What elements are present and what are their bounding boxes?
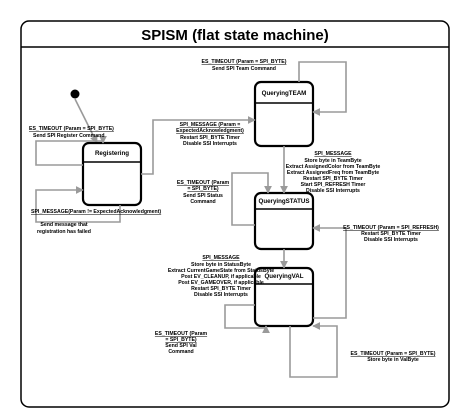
status-to-val-action-1: Store byte in StatusByte bbox=[191, 262, 251, 268]
state-querying-status: QueryingSTATUS bbox=[253, 191, 315, 251]
state-querying-status-label: QueryingSTATUS bbox=[259, 198, 310, 205]
diagram-title: SPISM (flat state machine) bbox=[141, 27, 329, 44]
state-querying-team: QueryingTEAM bbox=[253, 80, 315, 148]
team-to-status-action-6: Disable SSI Interrupts bbox=[306, 188, 360, 194]
team-timeout-action: Send SPI Team Command bbox=[212, 66, 276, 72]
val-self-loop-bottom-arrow bbox=[289, 322, 338, 378]
team-timeout-trigger: ES_TIMEOUT (Param = SPI_BYTE) bbox=[202, 59, 287, 65]
registering-self-loop-top-arrow bbox=[35, 135, 107, 166]
initial-state-dot bbox=[70, 89, 80, 99]
registering-timeout-action: Send SPI Register Command bbox=[33, 133, 105, 139]
val-timeout-trigger-2: = SPI_BYTE) bbox=[165, 337, 197, 343]
status-self-loop-arrow bbox=[231, 172, 272, 226]
team-to-status-trigger: SPI_MESSAGE bbox=[314, 151, 352, 157]
status-to-val-action-4: Post EV_GAMEOVER, if applicable bbox=[178, 280, 264, 286]
team-self-loop-arrow bbox=[298, 61, 347, 116]
val-to-status-trigger: ES_TIMEOUT (Param = SPI_REFRESH) bbox=[343, 225, 439, 231]
val-to-status-arrow bbox=[312, 224, 347, 319]
registering-to-team-trigger-1: SPI_MESSAGE (Param = bbox=[180, 122, 241, 128]
status-to-val-trigger: SPI_MESSAGE bbox=[202, 255, 240, 261]
registering-self-loop-bottom-arrow bbox=[35, 186, 121, 223]
team-to-status-action-2: Extract AssignedColor from TeamByte bbox=[286, 164, 381, 170]
status-timeout-trigger-2: = SPI_BYTE) bbox=[187, 186, 219, 192]
status-to-val-action-6: Disable SSI Interrupts bbox=[194, 292, 248, 298]
registering-timeout-trigger: ES_TIMEOUT (Param = SPI_BYTE) bbox=[29, 126, 114, 132]
status-timeout-trigger-1: ES_TIMEOUT (Param bbox=[177, 180, 230, 186]
val-self-loop-left-arrow bbox=[224, 304, 270, 334]
val-to-status-action-2: Disable SSI Interrupts bbox=[364, 237, 418, 243]
status-timeout-action-2: Command bbox=[190, 199, 215, 205]
state-querying-val-label: QueryingVAL bbox=[264, 273, 303, 280]
state-querying-team-label: QueryingTEAM bbox=[262, 90, 307, 97]
registering-to-team-action-2: Disable SSI Interrupts bbox=[183, 141, 237, 147]
val-to-status-action-1: Restart SPI_BYTE Timer bbox=[361, 231, 421, 237]
registering-nack-action-1: Send message that bbox=[40, 222, 88, 228]
initial-transition-arrow bbox=[74, 98, 98, 144]
state-registering-label: Registering bbox=[95, 150, 129, 157]
val-timeout-action-2: Command bbox=[168, 349, 193, 355]
val-timeout-action-1: Send SPI Val bbox=[165, 343, 197, 349]
team-to-status-action-3: Extract AssignedFreq from TeamByte bbox=[287, 170, 379, 176]
registering-nack-trigger: SPI_MESSAGE(Param != ExpectedAcknowledgm… bbox=[31, 209, 161, 215]
registering-to-team-arrow bbox=[141, 116, 256, 175]
state-registering: Registering bbox=[81, 141, 143, 207]
team-to-status-action-1: Store byte in TeamByte bbox=[304, 158, 361, 164]
team-to-status-action-4: Restart SPI_BYTE Timer bbox=[303, 176, 363, 182]
status-to-val-action-3: Post EV_CLEANUP, if applicable bbox=[181, 274, 261, 280]
val-timeout-trigger-1: ES_TIMEOUT (Param bbox=[155, 331, 208, 337]
status-timeout-action-1: Send SPI Status bbox=[183, 193, 223, 199]
status-to-val-action-2: Extract CurrentGameState from StatusByte bbox=[168, 268, 274, 274]
registering-to-team-trigger-2: ExpectedAcknowledgment) bbox=[176, 128, 244, 134]
registering-to-team-action-1: Restart SPI_BYTE Timer bbox=[180, 135, 240, 141]
val-store-trigger: ES_TIMEOUT (Param = SPI_BYTE) bbox=[351, 351, 436, 357]
registering-nack-action-2: registration has failed bbox=[37, 229, 91, 235]
team-to-status-action-5: Start SPI_REFRESH Timer bbox=[301, 182, 366, 188]
diagram-frame bbox=[20, 20, 450, 408]
status-to-val-action-5: Restart SPI_BYTE Timer bbox=[191, 286, 251, 292]
val-store-action: Store byte in ValByte bbox=[367, 357, 419, 363]
state-querying-val: QueryingVAL bbox=[253, 266, 315, 328]
